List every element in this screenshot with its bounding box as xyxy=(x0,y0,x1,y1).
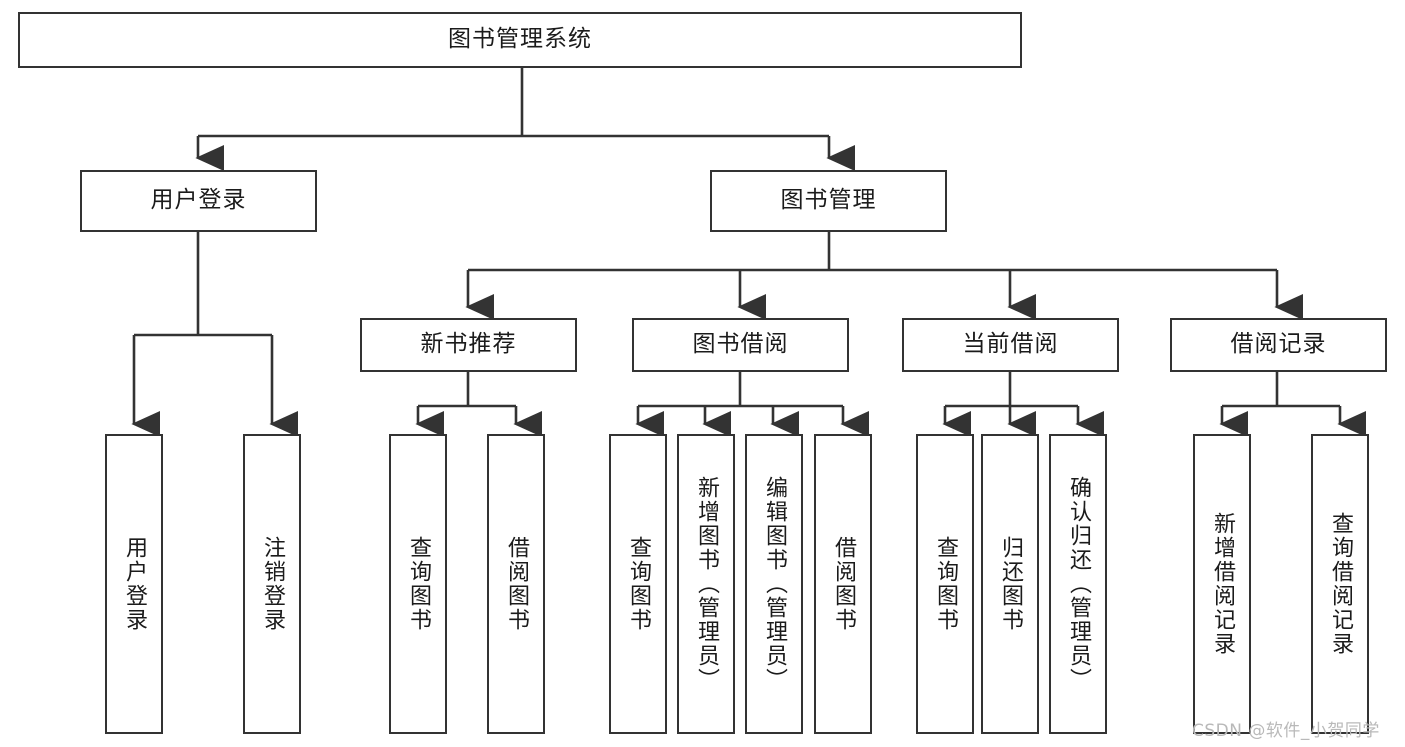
node-label: 借阅图书 xyxy=(503,536,529,632)
node-label: 图书管理系统 xyxy=(448,26,592,53)
node-new-book-recommend[interactable]: 新书推荐 xyxy=(360,318,577,372)
leaf-return-book[interactable]: 归还图书 xyxy=(981,434,1039,734)
node-label: 注销登录 xyxy=(259,536,285,632)
node-label: 用户登录 xyxy=(121,536,147,632)
node-label: 查询图书 xyxy=(405,536,431,632)
node-label: 归还图书 xyxy=(997,536,1023,632)
node-label: 确认归还（管理员） xyxy=(1065,476,1091,692)
node-book-management[interactable]: 图书管理 xyxy=(710,170,947,232)
node-label: 借阅图书 xyxy=(830,536,856,632)
node-label: 查询借阅记录 xyxy=(1327,512,1353,656)
leaf-query-book-1[interactable]: 查询图书 xyxy=(389,434,447,734)
node-label: 图书借阅 xyxy=(692,331,789,358)
node-label: 查询图书 xyxy=(625,536,651,632)
leaf-query-book-2[interactable]: 查询图书 xyxy=(609,434,667,734)
node-label: 用户登录 xyxy=(150,187,247,214)
node-label: 新书推荐 xyxy=(420,331,517,358)
leaf-edit-book[interactable]: 编辑图书（管理员） xyxy=(745,434,803,734)
leaf-borrow-book-1[interactable]: 借阅图书 xyxy=(487,434,545,734)
node-label: 编辑图书（管理员） xyxy=(761,476,787,692)
node-book-borrow[interactable]: 图书借阅 xyxy=(632,318,849,372)
node-label: 新增借阅记录 xyxy=(1209,512,1235,656)
node-label: 查询图书 xyxy=(932,536,958,632)
leaf-query-record[interactable]: 查询借阅记录 xyxy=(1311,434,1369,734)
node-label: 借阅记录 xyxy=(1230,331,1327,358)
leaf-add-record[interactable]: 新增借阅记录 xyxy=(1193,434,1251,734)
node-label: 当前借阅 xyxy=(962,331,1059,358)
leaf-query-book-3[interactable]: 查询图书 xyxy=(916,434,974,734)
node-label: 图书管理 xyxy=(780,187,877,214)
csdn-watermark: CSDN @软件_小贺同学 xyxy=(1192,721,1380,741)
node-user-login[interactable]: 用户登录 xyxy=(80,170,317,232)
node-label: 新增图书（管理员） xyxy=(693,476,719,692)
leaf-add-book[interactable]: 新增图书（管理员） xyxy=(677,434,735,734)
node-root-system[interactable]: 图书管理系统 xyxy=(18,12,1022,68)
leaf-logout[interactable]: 注销登录 xyxy=(243,434,301,734)
leaf-borrow-book-2[interactable]: 借阅图书 xyxy=(814,434,872,734)
leaf-confirm-return[interactable]: 确认归还（管理员） xyxy=(1049,434,1107,734)
node-current-borrow[interactable]: 当前借阅 xyxy=(902,318,1119,372)
node-borrow-record[interactable]: 借阅记录 xyxy=(1170,318,1387,372)
leaf-user-login[interactable]: 用户登录 xyxy=(105,434,163,734)
